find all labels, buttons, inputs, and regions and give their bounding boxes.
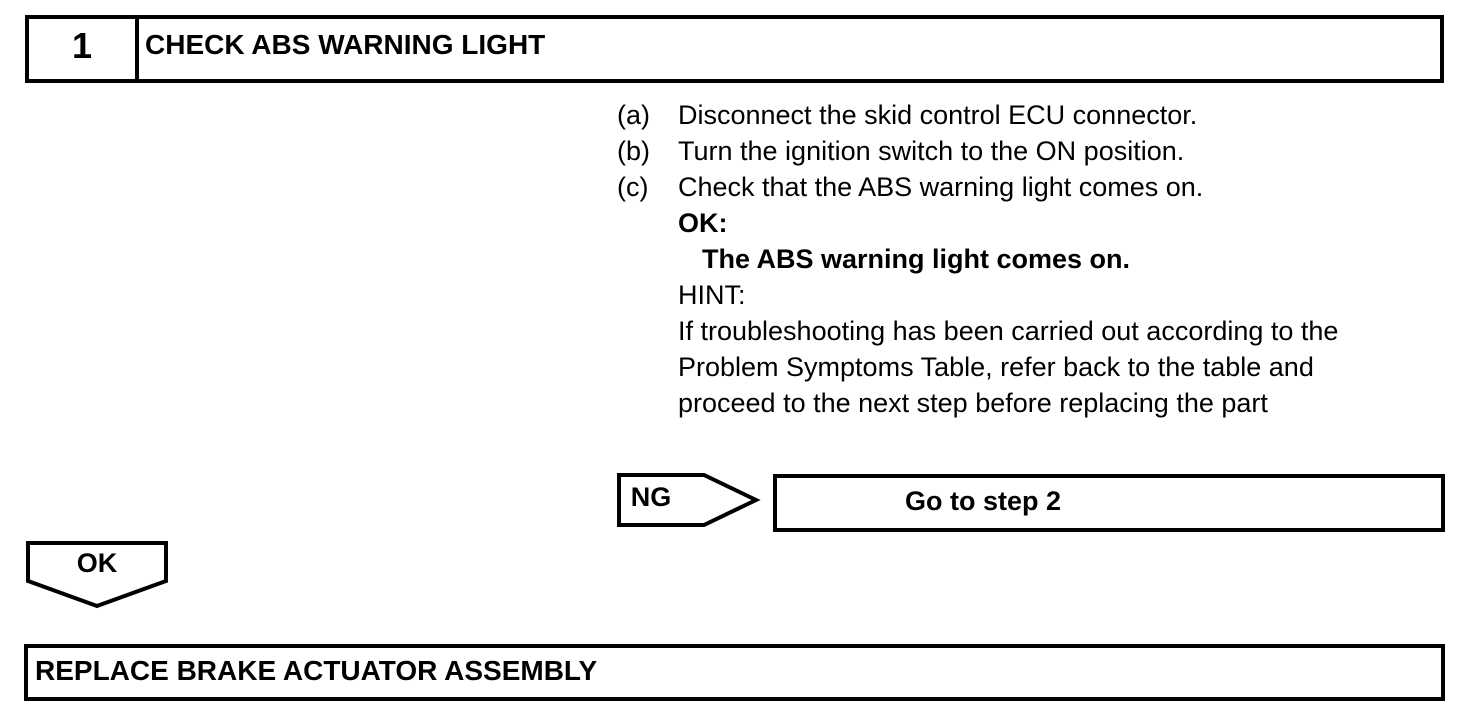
down-arrow-icon [26,541,168,609]
hint-label: HINT: [678,280,746,310]
hint-text-line: If troubleshooting has been carried out … [678,316,1339,346]
step-marker: (b) [617,136,650,166]
procedure-text: (a) Disconnect the skid control ECU conn… [617,97,1338,421]
goto-step-label: Go to step 2 [905,486,1062,516]
goto-step-box: Go to step 2 [773,474,1445,532]
ok-label: OK [76,548,118,578]
step-number: 1 [71,24,93,66]
step-marker: (a) [617,100,650,130]
procedure-step: (a) Disconnect the skid control ECU conn… [617,97,1338,133]
step-text: Disconnect the skid control ECU connecto… [678,100,1198,130]
step-text: Turn the ignition switch to the ON posit… [678,136,1185,166]
result-title: REPLACE BRAKE ACTUATOR ASSEMBLY [35,654,598,686]
hint-text-line: proceed to the next step before replacin… [678,388,1268,418]
step-text: Check that the ABS warning light comes o… [678,172,1204,202]
ng-connector: NG [615,471,762,531]
ok-criteria-text: The ABS warning light comes on. [702,244,1131,274]
hint-text-line: Problem Symptoms Table, refer back to th… [678,352,1314,382]
step-title: CHECK ABS WARNING LIGHT [145,28,546,60]
ok-criteria-label: OK: [678,208,728,238]
right-arrow-icon [617,473,761,527]
procedure-step: (c) Check that the ABS warning light com… [617,169,1338,205]
step-header-box: 1 CHECK ABS WARNING LIGHT [25,15,1444,83]
ok-connector: OK [24,539,172,612]
step-marker: (c) [617,172,649,202]
procedure-step: (b) Turn the ignition switch to the ON p… [617,133,1338,169]
step-number-cell: 1 [29,19,139,79]
result-box: REPLACE BRAKE ACTUATOR ASSEMBLY [24,644,1445,701]
step-title-cell: CHECK ABS WARNING LIGHT [139,19,1440,79]
ng-label: NG [630,482,672,512]
